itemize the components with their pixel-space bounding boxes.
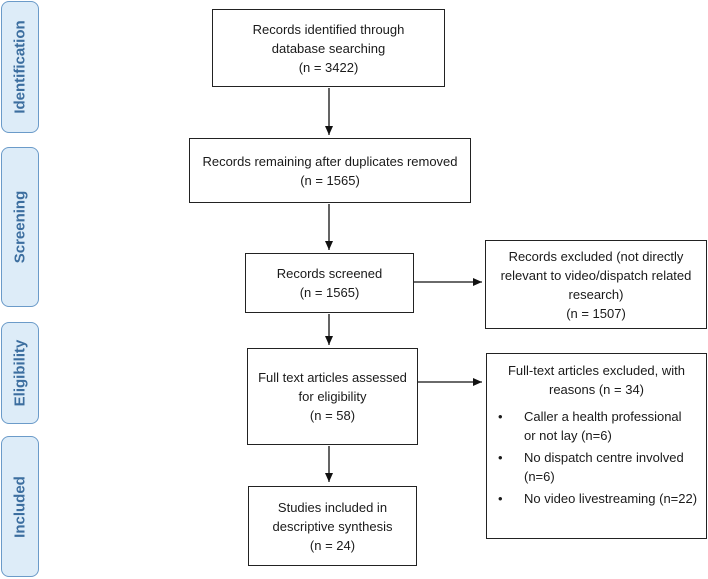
box-fulltext-excluded-heading: Full-text articles excluded, with reason…	[487, 361, 706, 399]
exclusion-reasons-list: • Caller a health professional or not la…	[487, 407, 706, 508]
phase-eligibility: Eligibility	[1, 322, 39, 424]
box-records-excluded-count: (n = 1507)	[566, 305, 626, 321]
box-records-screened-count: (n = 1565)	[299, 285, 360, 300]
box-fulltext-excluded-line1: Full-text articles excluded, with	[507, 363, 685, 378]
phase-identification: Identification	[1, 1, 39, 133]
box-fulltext-excluded: Full-text articles excluded, with reason…	[486, 353, 707, 539]
phase-included: Included	[1, 436, 39, 577]
box-records-remaining-count: (n = 1565)	[300, 172, 360, 188]
box-records-screened: Records screened (n = 1565)	[245, 253, 414, 313]
box-records-remaining-line1: Records remaining after duplicates remov…	[202, 153, 458, 169]
exclusion-reason-line1: No dispatch centre involved	[524, 450, 684, 465]
box-fulltext-assessed-line2: for eligibility	[298, 389, 367, 404]
exclusion-reason: • Caller a health professional or not la…	[487, 407, 706, 445]
box-fulltext-assessed-line1: Full text articles assessed	[258, 370, 407, 385]
phase-screening: Screening	[1, 147, 39, 307]
exclusion-reason: • No dispatch centre involved (n=6)	[487, 448, 706, 486]
box-records-screened-line1: Records screened	[276, 266, 383, 281]
box-records-identified-count: (n = 3422)	[298, 59, 359, 75]
box-records-identified-line1: Records identified through	[252, 21, 405, 37]
bullet-icon: •	[498, 491, 503, 506]
box-studies-included-count: (n = 24)	[309, 537, 356, 553]
box-records-excluded-line2: relevant to video/dispatch related	[500, 267, 692, 283]
box-records-identified-line2: database searching	[271, 40, 386, 56]
box-fulltext-excluded-line2: reasons (n = 34)	[548, 382, 645, 397]
box-studies-included-line1: Studies included in	[277, 499, 388, 515]
exclusion-reason-line2: or not lay (n=6)	[524, 428, 612, 443]
box-fulltext-assessed: Full text articles assessed for eligibil…	[247, 348, 418, 445]
box-studies-included: Studies included in descriptive synthesi…	[248, 486, 417, 566]
exclusion-reason: • No video livestreaming (n=22)	[487, 489, 706, 508]
exclusion-reason-line2: (n=6)	[524, 469, 555, 484]
exclusion-reason-line1: No video livestreaming (n=22)	[524, 491, 698, 506]
box-records-excluded-line1: Records excluded (not directly	[508, 248, 684, 264]
exclusion-reason-line1: Caller a health professional	[524, 409, 682, 424]
box-fulltext-assessed-count: (n = 58)	[309, 408, 356, 423]
bullet-icon: •	[498, 450, 503, 465]
box-records-remaining: Records remaining after duplicates remov…	[189, 138, 471, 203]
bullet-icon: •	[498, 409, 503, 424]
box-studies-included-line2: descriptive synthesis	[272, 518, 393, 534]
box-records-identified: Records identified through database sear…	[212, 9, 445, 87]
box-records-excluded: Records excluded (not directly relevant …	[485, 240, 707, 329]
box-records-excluded-line3: research)	[568, 286, 624, 302]
